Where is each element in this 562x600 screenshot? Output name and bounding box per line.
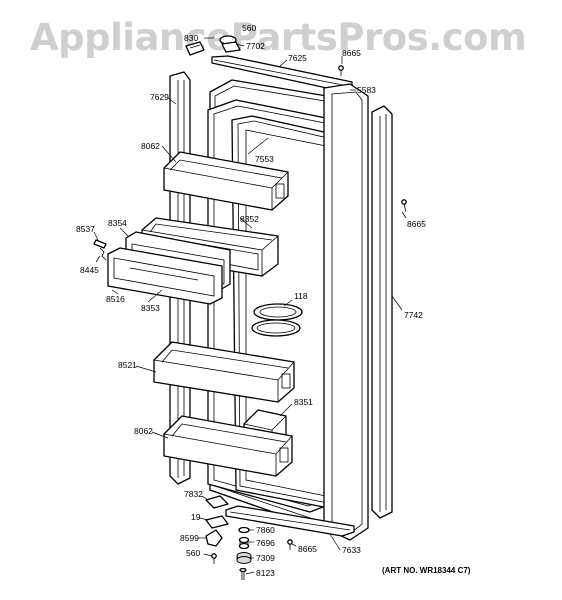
- label-7860: 7860: [256, 525, 275, 535]
- hinge-part-7702: [219, 35, 241, 53]
- leader-lines: [93, 37, 407, 575]
- bushing-7696: [238, 536, 250, 550]
- label-8352: 8352: [240, 214, 259, 224]
- label-7553: 7553: [255, 154, 274, 164]
- bottom-trim-7633: [225, 505, 355, 537]
- label-8123: 8123: [256, 568, 275, 578]
- washer-7860: [238, 526, 250, 534]
- screw-8665-top: [338, 65, 344, 76]
- door-bin-8062-bottom: [163, 415, 293, 477]
- screw-8665-right: [401, 199, 407, 213]
- label-8665-top: 8665: [342, 48, 361, 58]
- label-7309: 7309: [256, 553, 275, 563]
- label-560-top: 560: [242, 23, 256, 33]
- label-8062-top: 8062: [141, 141, 160, 151]
- spring-8445: [99, 247, 107, 261]
- label-7702: 7702: [246, 41, 265, 51]
- pin-8537: [93, 239, 107, 249]
- hinge-pin-7309: [236, 552, 252, 564]
- label-7742: 7742: [404, 310, 423, 320]
- bracket-19: [205, 515, 229, 529]
- label-8599: 8599: [180, 533, 199, 543]
- dairy-door-8516: [107, 247, 223, 305]
- label-5583: 5583: [357, 85, 376, 95]
- label-7633: 7633: [342, 545, 361, 555]
- label-8445: 8445: [80, 265, 99, 275]
- hinge-cover-830: [185, 41, 205, 56]
- label-118: 118: [294, 291, 308, 301]
- label-7832: 7832: [184, 489, 203, 499]
- label-7625: 7625: [288, 53, 307, 63]
- label-8537: 8537: [76, 224, 95, 234]
- label-830: 830: [184, 33, 198, 43]
- right-trim-7742: [371, 105, 393, 519]
- label-8354: 8354: [108, 218, 127, 228]
- label-7629: 7629: [150, 92, 169, 102]
- label-8665-bottom: 8665: [298, 544, 317, 554]
- cam-8599: [205, 529, 223, 547]
- label-8516: 8516: [106, 294, 125, 304]
- watermark-text: AppliancePartsPros.com: [30, 16, 526, 59]
- screw-560-bottom: [211, 553, 217, 564]
- art-number: (ART NO. WR18344 C7): [382, 566, 471, 575]
- label-8062-bottom: 8062: [134, 426, 153, 436]
- label-8351: 8351: [294, 397, 313, 407]
- label-8665-right: 8665: [407, 219, 426, 229]
- gasket-frame-5583: [323, 83, 369, 541]
- door-bin-8521: [153, 341, 295, 403]
- screw-8123: [239, 567, 247, 580]
- label-560-bottom: 560: [186, 548, 200, 558]
- hinge-7832: [205, 495, 229, 509]
- label-8521: 8521: [118, 360, 137, 370]
- label-19: 19: [191, 512, 201, 522]
- tray-118: [251, 303, 303, 337]
- door-bin-8062-top: [163, 151, 289, 211]
- label-7696: 7696: [256, 538, 275, 548]
- screw-8665-bottom: [287, 539, 293, 550]
- label-8353: 8353: [141, 303, 160, 313]
